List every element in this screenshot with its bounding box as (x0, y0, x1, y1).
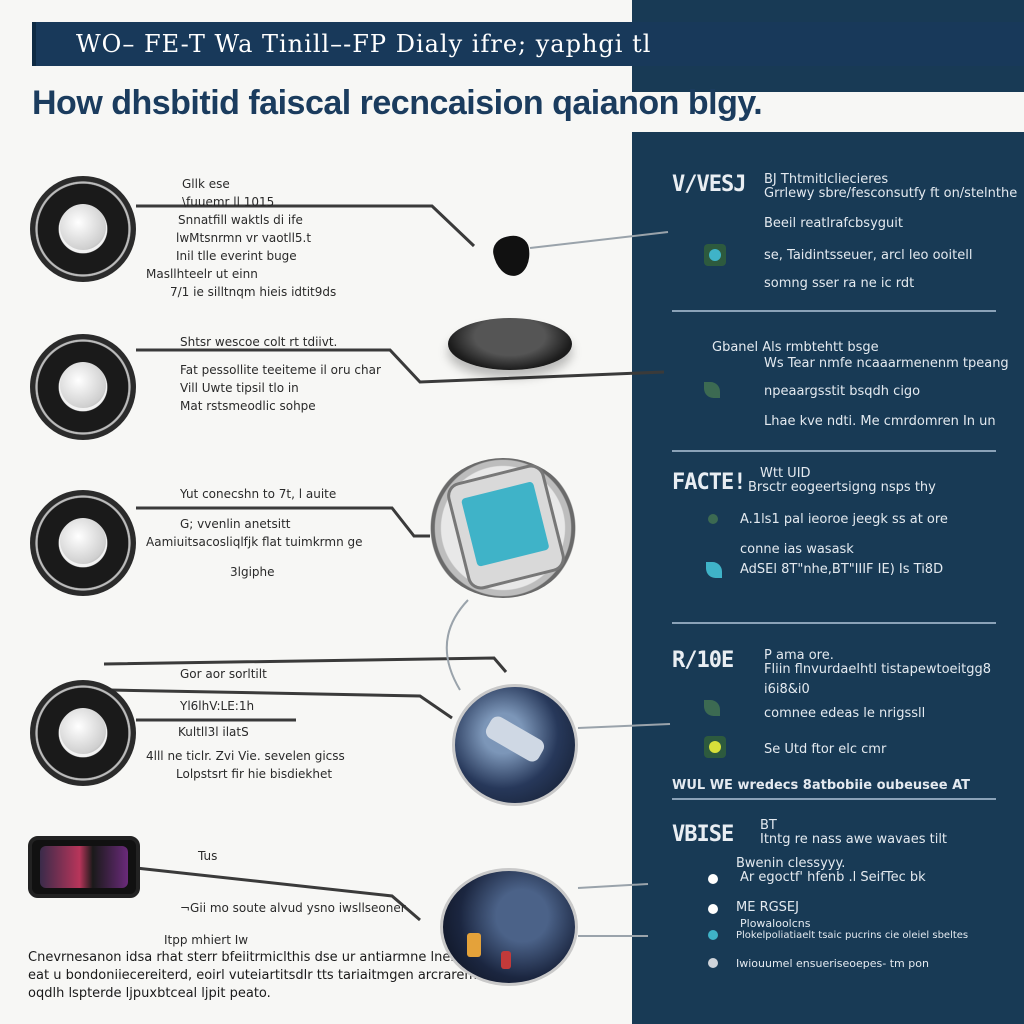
lens-icon-4 (30, 680, 136, 786)
text-line: Yut conecshn to 7t, l auite (180, 487, 337, 501)
section-line: i6i8&i0 (764, 682, 810, 697)
section-divider (672, 622, 996, 624)
section-line: somng sser ra ne ic rdt (764, 276, 915, 291)
section-line: comnee edeas le nrigssll (764, 706, 926, 721)
section-line: A.1ls1 pal ieoroe jeegk ss at ore (740, 512, 948, 527)
text-line: Tus (198, 849, 218, 863)
section-line: Se Utd ftor elc cmr (764, 742, 887, 757)
section-line: AdSEl 8T"nhe,BT"lIIF IE) Is Ti8D (740, 562, 944, 577)
footer-line: eat u bondoniiecereiterd, eoirl vuteiart… (28, 968, 538, 983)
text-line: Itpp mhiert Iw (164, 933, 249, 947)
section-line: Beeil reatlrafcbsyguit (764, 216, 903, 231)
section-line: Fliin flnvurdaelhtl tistapewtoeitgg8 (764, 662, 992, 677)
text-line: Inil tlle everint buge (176, 249, 297, 263)
lens-icon-2 (30, 334, 136, 440)
lens-icon-1 (30, 176, 136, 282)
section-line: Iwiouumel ensueriseoepes- tm pon (736, 957, 929, 970)
section-line: Bwenin clessyyy. (736, 856, 846, 871)
page-headline: How dhsbitid faiscal recncaision qaianon… (32, 84, 763, 122)
text-line: Shtsr wescoe colt rt tdiivt. (180, 335, 338, 349)
section-line: Lhae kve ndti. Me cmrdomren In un (764, 414, 996, 429)
section-divider (672, 798, 996, 800)
banner-title: WO– FE-T Wa Tinill–-FP Dialy ifre; yaphg… (76, 30, 652, 58)
text-line: Lolpstsrt fir hie bisdiekhet (176, 767, 333, 781)
section-divider (672, 450, 996, 452)
bullet-dot (708, 958, 718, 968)
pick-icon (490, 233, 534, 279)
room-photo (440, 868, 578, 986)
leaf-icon (704, 382, 720, 398)
section-line: Grrlewy sbre/fesconsutfy ft on/stelnthe (764, 186, 1018, 201)
text-line: 4lll ne ticlr. Zvi Vie. sevelen gicss (146, 749, 345, 763)
text-line: Gor aor sorltilt (180, 667, 267, 681)
text-line: 7/1 ie silltnqm hieis idtit9ds (170, 285, 337, 299)
text-line: \fuuemr ll 1015 (182, 195, 275, 209)
section-line: npeaargsstit bsqdh cigo (764, 384, 921, 399)
text-line: Vill Uwte tipsil tlo in (180, 381, 299, 395)
text-line: lwMtsnrmn vr vaotll5.t (176, 231, 312, 245)
bullet-dot (708, 904, 718, 914)
display-icon (28, 836, 140, 898)
section-line: Plowaloolcns (740, 917, 811, 930)
text-line: ¬Gii mo soute alvud ysno iwsllseoner (180, 901, 406, 915)
section-line: se, Taidintsseuer, arcl leo ooitell (764, 248, 973, 263)
section-title: R/10E (672, 648, 734, 673)
section-line: P ama ore. (764, 648, 834, 663)
text-line: 3lgiphe (230, 565, 275, 579)
section-line: ME RGSEJ (736, 900, 799, 915)
footer-line: oqdlh lspterde ljpuxbtceal ljpit peato. (28, 986, 271, 1001)
section-line: Wtt UID (760, 466, 811, 481)
right-info-panel (632, 0, 1024, 1024)
bird-icon (706, 562, 722, 578)
section-line: BT (760, 818, 777, 833)
status-icon (704, 244, 726, 266)
text-line: Fat pessollite teeiteme il oru char (180, 363, 381, 377)
leaf-icon (704, 700, 720, 716)
text-line: Yl6lhV:LE:1h (180, 699, 255, 713)
text-line: Snnatfill waktls di ife (178, 213, 303, 227)
section-line: Brsctr eogeertsigng nsps thy (748, 480, 936, 495)
text-line: G; vvenlin anetsitt (180, 517, 291, 531)
footer-line: Cnevrnesanon idsa rhat sterr bfeiitrmicl… (28, 950, 514, 965)
bullet-dot (708, 930, 718, 940)
text-line: Gllk ese (182, 177, 230, 191)
header-banner (32, 22, 1024, 66)
text-line: Kultll3l ilatS (178, 725, 249, 739)
section-title: VBISE (672, 822, 734, 847)
section-line: BJ Thtmitlcliecieres (764, 172, 889, 187)
section-line: Plokelpoliatiaelt tsaic pucrins cie olei… (736, 930, 969, 941)
section-footer: WUL WE wredecs 8atbobiie oubeusee AT (672, 778, 970, 793)
section-line: conne ias wasask (740, 542, 854, 557)
banner-edge (32, 22, 36, 66)
section-title: FACTE! (672, 470, 746, 495)
lens-icon-3 (30, 490, 136, 596)
section-divider (672, 310, 996, 312)
section-title: V/VESJ (672, 172, 746, 197)
right-panel-gap (632, 92, 1024, 132)
bullet-dot (708, 874, 718, 884)
section-line: Gbanel Als rmbtehtt bsge (712, 340, 879, 355)
robot-arm-photo (452, 684, 578, 806)
text-line: Aamiuitsacosliqlfjk flat tuimkrmn ge (146, 535, 363, 549)
section-line: Ar egoctf' hfenb .l SeifTec bk (740, 870, 926, 885)
section-line: Ws Tear nmfe ncaaarmenenm tpeang (764, 356, 1009, 371)
section-line: Itntg re nass awe wavaes tilt (760, 832, 948, 847)
status-icon (704, 736, 726, 758)
bullet-dot (708, 514, 718, 524)
puck-device-image (448, 318, 572, 370)
text-line: Masllhteelr ut einn (146, 267, 258, 281)
text-line: Mat rstsmeodlic sohpe (180, 399, 316, 413)
